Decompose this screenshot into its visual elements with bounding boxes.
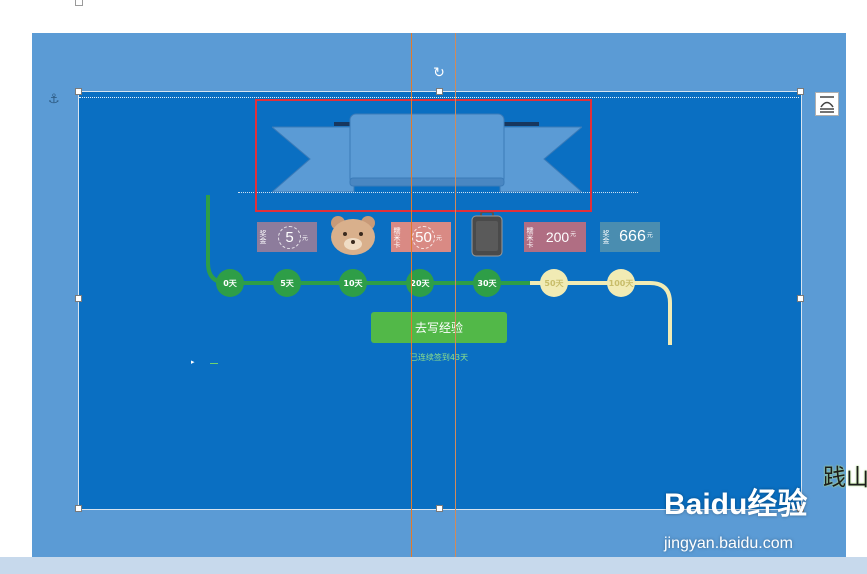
milestone-node: 5天 <box>273 269 301 297</box>
coupon-value: 5 <box>277 225 301 249</box>
write-experience-button[interactable]: 去写经验 <box>371 312 507 343</box>
cursor-icon: ▸ <box>191 358 195 366</box>
coupon-unit: 元 <box>435 234 442 242</box>
resize-handle-se[interactable] <box>797 505 804 512</box>
baidu-jingyan-logo: Baidu经验 <box>664 488 808 521</box>
plush-bear-image <box>331 216 375 255</box>
milestone-node: 100天 <box>607 269 635 297</box>
coupon-unit: 元 <box>570 231 577 238</box>
resize-handle-n[interactable] <box>436 88 443 95</box>
ribbon-banner[interactable] <box>272 112 582 194</box>
coupon-tag: 奖金 <box>602 230 610 244</box>
small-dash <box>210 363 218 364</box>
coupon-tag: 糯米卡 <box>526 226 534 248</box>
banner-baseline <box>238 192 638 193</box>
coupon-tag: 糯米卡 <box>393 226 401 248</box>
coupon-value: 200 <box>545 229 570 245</box>
coupon-unit: 元 <box>646 232 653 239</box>
coupon-tag: 奖金 <box>259 230 267 244</box>
checkin-streak-text: 已连续签到43天 <box>409 353 469 362</box>
resize-handle-nw[interactable] <box>75 88 82 95</box>
layout-options-icon[interactable] <box>815 92 839 116</box>
coupon-unit: 元 <box>301 234 308 242</box>
status-strip <box>0 557 867 574</box>
luggage-image <box>471 212 503 257</box>
highlight-box <box>255 99 592 212</box>
resize-handle-e[interactable] <box>797 295 804 302</box>
resize-handle-sw[interactable] <box>75 505 82 512</box>
milestone-node: 20天 <box>406 269 434 297</box>
top-corner-mark <box>75 0 83 6</box>
watermark-url: jingyan.baidu.com <box>664 535 793 552</box>
coupon-value: 666 <box>619 228 646 245</box>
frame-dotted-top <box>79 97 799 98</box>
rotate-handle-icon[interactable]: ↻ <box>433 65 445 81</box>
coupon-value: 50 <box>411 225 435 249</box>
resize-handle-w[interactable] <box>75 295 82 302</box>
vertical-guide-line[interactable] <box>455 33 456 557</box>
resize-handle-ne[interactable] <box>797 88 804 95</box>
milestone-node: 50天 <box>540 269 568 297</box>
milestone-node: 10天 <box>339 269 367 297</box>
milestone-node: 0天 <box>216 269 244 297</box>
vertical-guide-line[interactable] <box>411 33 412 557</box>
milestone-node: 30天 <box>473 269 501 297</box>
partial-side-text: 践山 <box>823 465 867 491</box>
resize-handle-s[interactable] <box>436 505 443 512</box>
anchor-icon: ⚓ <box>48 92 60 107</box>
